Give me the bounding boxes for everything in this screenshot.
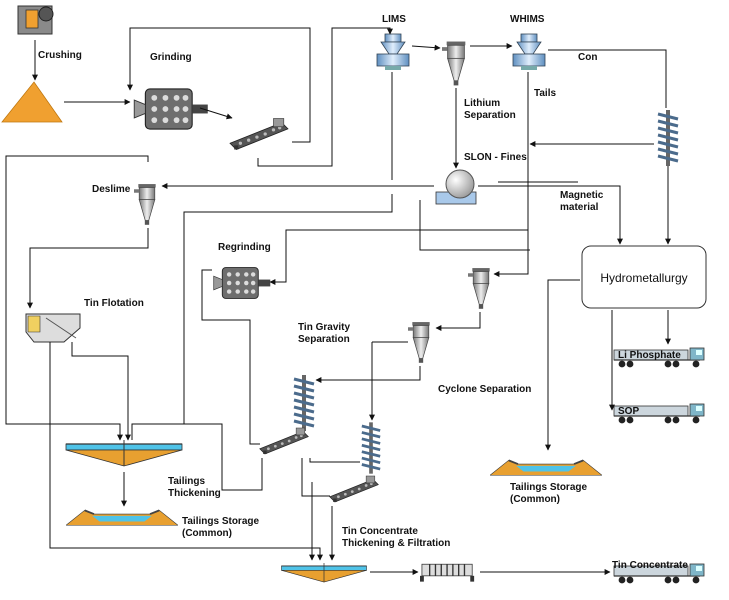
con-spiral-icon	[656, 110, 680, 166]
whims-magnet-icon	[512, 33, 546, 71]
regrinding-label: Regrinding	[218, 242, 271, 253]
tailings-storage-left-label-1: Tailings Storage	[182, 516, 259, 527]
regrinding-mill-icon	[213, 267, 271, 299]
tin-flotation-cell-icon	[25, 313, 81, 343]
sop-label: SOP	[618, 406, 639, 417]
lithium-separation-label-2: Separation	[464, 110, 516, 121]
lims-label: LIMS	[382, 14, 406, 25]
cyclone-separation-lower-icon	[408, 321, 431, 364]
whims-label: WHIMS	[510, 14, 545, 25]
tailings-storage-right-icon	[490, 459, 602, 477]
tailings-thickening-label-1: Tailings	[168, 476, 205, 487]
flow-lines	[5, 27, 671, 575]
tin-gravity-table-icon	[259, 427, 309, 455]
crushing-label: Crushing	[38, 50, 82, 61]
hydrometallurgy-box: Hydrometallurgy	[581, 245, 707, 309]
crusher-icon	[17, 5, 54, 35]
cyclone-separation-label: Cyclone Separation	[438, 384, 531, 395]
tin-gravity-label-2: Separation	[298, 334, 350, 345]
tailings-thickening-label-2: Thickening	[168, 488, 221, 499]
tin-flotation-label: Tin Flotation	[84, 298, 144, 309]
screw-classifier-icon	[229, 117, 289, 151]
deslime-cyclone-icon	[134, 183, 157, 226]
lims-magnet-icon	[376, 33, 410, 71]
tin-concentrate-thickening-label-2: Thickening & Filtration	[342, 538, 450, 549]
li-phosphate-label: Li Phosphate	[618, 350, 681, 361]
cyclone-separation-upper-icon	[468, 267, 491, 310]
slon-separator-icon	[435, 169, 477, 205]
tailings-storage-left-label-2: (Common)	[182, 528, 232, 539]
filter-press-icon	[420, 563, 475, 582]
tin-cleaner-spiral-icon	[360, 422, 382, 474]
tin-cleaner-table-icon	[329, 475, 379, 503]
tailings-storage-right-label-2: (Common)	[510, 494, 560, 505]
magnetic-material-label-2: material	[560, 202, 599, 213]
magnetic-material-label-1: Magnetic	[560, 190, 604, 201]
slon-fines-label: SLON - Fines	[464, 152, 527, 163]
hydrometallurgy-label: Hydrometallurgy	[600, 271, 687, 285]
grinding-mill-icon	[133, 88, 209, 130]
tails-label: Tails	[534, 88, 556, 99]
grinding-label: Grinding	[150, 52, 192, 63]
lithium-separation-label-1: Lithium	[464, 98, 500, 109]
tin-concentrate-thickener-icon	[280, 562, 368, 583]
tailings-storage-right-label-1: Tailings Storage	[510, 482, 587, 493]
tailings-storage-left-icon	[66, 509, 178, 527]
tin-gravity-label-1: Tin Gravity	[298, 322, 350, 333]
tin-concentrate-thickening-label-1: Tin Concentrate	[342, 526, 418, 537]
labels: Crushing Grinding LIMS WHIMS Con Tails L…	[38, 14, 688, 571]
tin-gravity-spiral-icon	[292, 374, 316, 432]
con-label: Con	[578, 52, 597, 63]
tin-concentrate-label: Tin Concentrate	[612, 560, 688, 571]
deslime-label: Deslime	[92, 184, 131, 195]
tailings-thickener-icon	[65, 440, 183, 467]
lithium-cyclone-icon	[442, 41, 466, 86]
ore-stockpile-icon	[1, 81, 63, 123]
